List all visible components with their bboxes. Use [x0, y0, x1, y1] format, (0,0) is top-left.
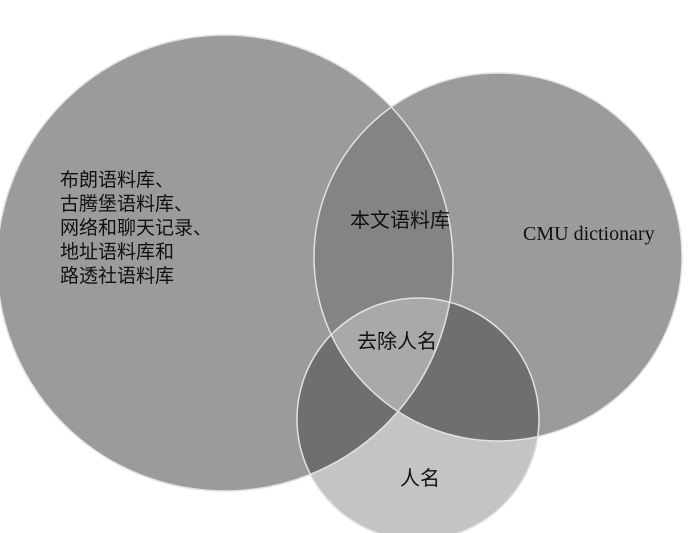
label-names: 人名 [400, 466, 440, 490]
label-remove-names: 去除人名 [357, 329, 437, 353]
outline-names [296, 297, 540, 533]
label-line: 地址语料库和 [60, 241, 175, 263]
outline-large-corpora [0, 34, 454, 492]
label-line: 网络和聊天记录、 [60, 217, 213, 239]
label-line: 古腾堡语料库、 [60, 193, 194, 215]
label-text-corpus: 本文语料库 [350, 208, 450, 232]
label-large-corpora: 布朗语料库、 古腾堡语料库、 网络和聊天记录、 地址语料库和 路透社语料库 [60, 168, 212, 288]
label-line: 布朗语料库、 [60, 169, 175, 191]
label-line: 路透社语料库 [60, 265, 175, 287]
outline-cmu-dictionary [313, 72, 683, 442]
label-cmu-dictionary: CMU dictionary [523, 223, 655, 245]
